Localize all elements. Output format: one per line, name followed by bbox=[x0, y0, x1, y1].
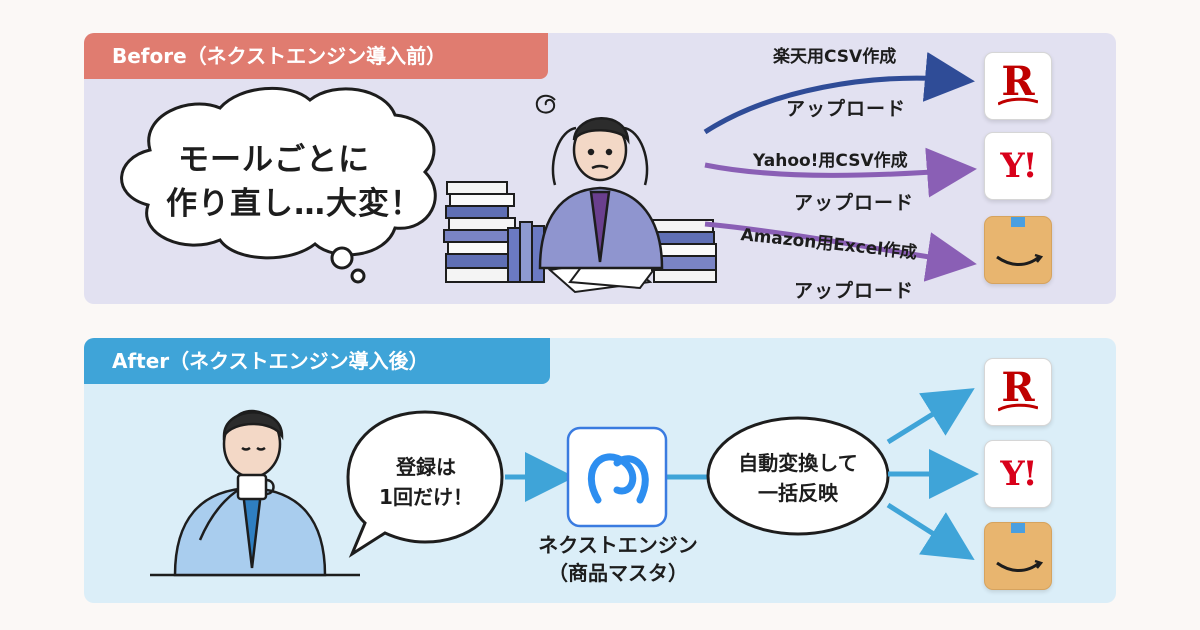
rakuten-arrow bbox=[703, 52, 975, 135]
after-header: After（ネクストエンジン導入後） bbox=[84, 338, 550, 384]
after-rakuten-arrow bbox=[886, 388, 975, 445]
rakuten-r-mark: R bbox=[1001, 58, 1035, 105]
upload-label-rakuten: アップロード bbox=[786, 98, 907, 120]
before-bubble-line1: モールごとに bbox=[178, 142, 370, 178]
rakuten-swoosh-icon bbox=[998, 97, 1038, 106]
yahoo-arrow bbox=[704, 147, 977, 198]
nextengine-app-icon bbox=[566, 426, 668, 528]
route-label-rakuten: 楽天用CSV作成 bbox=[773, 47, 897, 67]
before-header: Before（ネクストエンジン導入前） bbox=[84, 33, 548, 79]
amazon-smile-icon bbox=[996, 217, 1044, 266]
yahoo-y-mark: Y! bbox=[1000, 454, 1037, 494]
rakuten-r-mark: R bbox=[1001, 364, 1035, 411]
amazon-logo bbox=[984, 216, 1052, 284]
speech-bubble bbox=[346, 410, 504, 558]
auto-convert-line2: 一括反映 bbox=[758, 481, 838, 505]
dizzy-spiral-icon bbox=[535, 94, 556, 114]
rakuten-logo: R bbox=[984, 52, 1052, 120]
upload-label-amazon: アップロード bbox=[794, 280, 915, 302]
auto-convert-line1: 自動変換して bbox=[738, 451, 858, 475]
before-bubble-line2: 作り直し…大変！ bbox=[166, 186, 422, 222]
after-bubble-line1: 登録は bbox=[396, 455, 456, 479]
after-amazon-arrow bbox=[886, 502, 975, 561]
rakuten-logo-after: R bbox=[984, 358, 1052, 426]
document-stack-icon bbox=[443, 181, 545, 283]
route-label-yahoo: Yahoo!用CSV作成 bbox=[753, 151, 908, 171]
yahoo-y-mark: Y! bbox=[1000, 146, 1037, 186]
relaxed-worker-illustration bbox=[150, 409, 360, 577]
upload-label-yahoo: アップロード bbox=[794, 192, 915, 214]
nextengine-label: ネクストエンジン bbox=[538, 533, 698, 557]
yahoo-logo-after: Y! bbox=[984, 440, 1052, 508]
binder-stack-icon bbox=[649, 219, 717, 283]
product-master-label: （商品マスタ） bbox=[548, 561, 688, 585]
amazon-logo-after bbox=[984, 522, 1052, 590]
rakuten-swoosh-icon bbox=[998, 403, 1038, 412]
yahoo-logo: Y! bbox=[984, 132, 1052, 200]
thought-cloud bbox=[120, 86, 437, 284]
amazon-smile-icon bbox=[996, 523, 1044, 572]
amazon-arrow bbox=[704, 221, 977, 282]
stressed-worker-illustration bbox=[538, 117, 664, 270]
after-bubble-line2: 1回だけ！ bbox=[379, 485, 473, 509]
